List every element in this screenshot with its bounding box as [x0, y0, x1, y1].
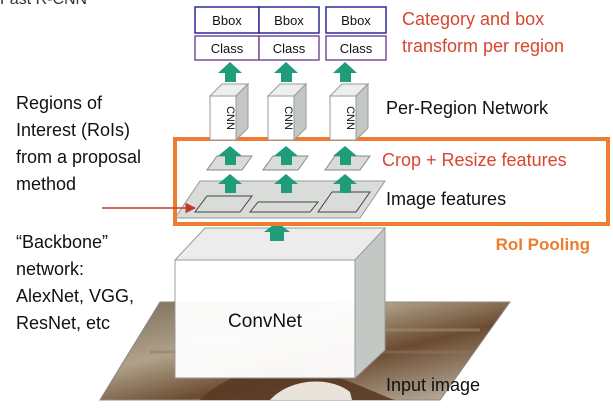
roi-pooling-label: RoI Pooling: [496, 235, 590, 254]
per-region-network-label: Per-Region Network: [386, 98, 549, 118]
class-label-2: Class: [273, 41, 306, 56]
bbox-boxes: [194, 6, 387, 34]
cnn-cube-1: [208, 82, 250, 142]
cnn-label-2: CNN: [282, 106, 294, 130]
cnn-to-class-arrows: [218, 62, 357, 82]
convnet-label: ConvNet: [228, 311, 303, 332]
input-image-label: Input image: [386, 375, 480, 395]
backbone-line-3: AlexNet, VGG,: [16, 286, 134, 306]
title-fragment: Fast R-CNN: [0, 0, 87, 8]
convnet-block: [173, 226, 387, 380]
class-label-1: Class: [211, 41, 244, 56]
rois-line-1: Regions of: [16, 93, 103, 113]
crop-resize-label: Crop + Resize features: [382, 150, 567, 170]
category-line-2: transform per region: [402, 36, 564, 56]
class-label-3: Class: [340, 41, 373, 56]
cnn-label-3: CNN: [344, 106, 356, 130]
bbox-label-2: Bbox: [274, 13, 304, 28]
bbox-label-3: Bbox: [341, 13, 371, 28]
cnn-label-1: CNN: [224, 106, 236, 130]
bbox-label-1: Bbox: [212, 13, 242, 28]
cnn-cube-3: [328, 82, 370, 142]
roi-pooling-box: [173, 137, 610, 226]
category-line-1: Category and box: [402, 9, 544, 29]
rois-line-3: from a proposal: [16, 147, 141, 167]
rois-line-4: method: [16, 174, 76, 194]
backbone-line-4: ResNet, etc: [16, 313, 110, 333]
rois-line-2: Interest (RoIs): [16, 120, 130, 140]
class-boxes: [194, 35, 387, 61]
backbone-line-1: “Backbone”: [16, 232, 108, 252]
image-features-plane: [174, 180, 386, 219]
backbone-line-2: network:: [16, 259, 84, 279]
crop-arrows: [218, 146, 357, 193]
convnet-up-arrow: [264, 222, 290, 241]
image-features-label: Image features: [386, 189, 506, 209]
cnn-cube-2: [266, 82, 308, 142]
